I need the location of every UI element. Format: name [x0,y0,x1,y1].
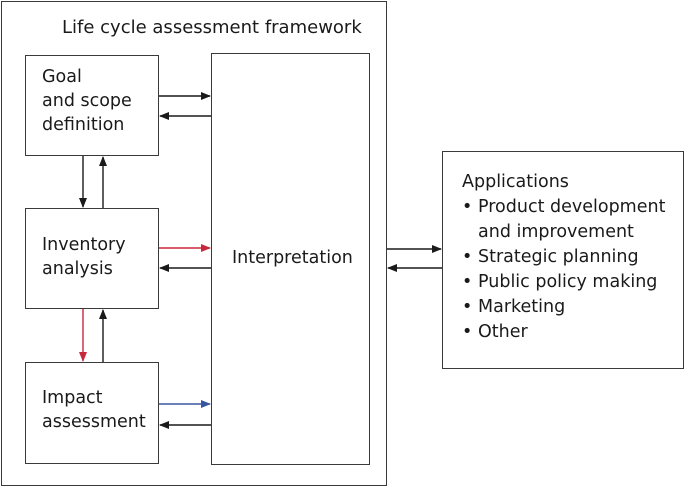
goal-scope-box: Goal and scope definition [25,55,159,156]
application-item: Product development and improvement [462,195,665,245]
inventory-analysis-label: Inventory analysis [42,235,126,279]
application-item-text: Product development [478,197,666,217]
goal-scope-label: Goal and scope definition [42,67,132,135]
interpretation-label: Interpretation [232,248,353,268]
framework-title: Life cycle assessment framework [62,17,362,38]
application-item-text: Strategic planning [478,247,639,267]
inventory-analysis-box: Inventory analysis [25,208,159,309]
application-item-text: Other [478,322,528,342]
application-item-text: Public policy making [478,272,658,292]
impact-assessment-label: Impact assessment [42,388,146,432]
applications-title: Applications [462,172,569,192]
application-item: Public policy making [462,270,665,295]
application-item-continuation: and improvement [478,222,634,242]
impact-assessment-box: Impact assessment [25,362,159,464]
applications-box: Applications Product development and imp… [442,151,684,369]
application-item: Strategic planning [462,245,665,270]
application-item-text: Marketing [478,297,566,317]
application-item: Marketing [462,295,665,320]
applications-list: Product development and improvement Stra… [462,195,665,345]
application-item: Other [462,320,665,345]
interpretation-box: Interpretation [211,53,370,465]
